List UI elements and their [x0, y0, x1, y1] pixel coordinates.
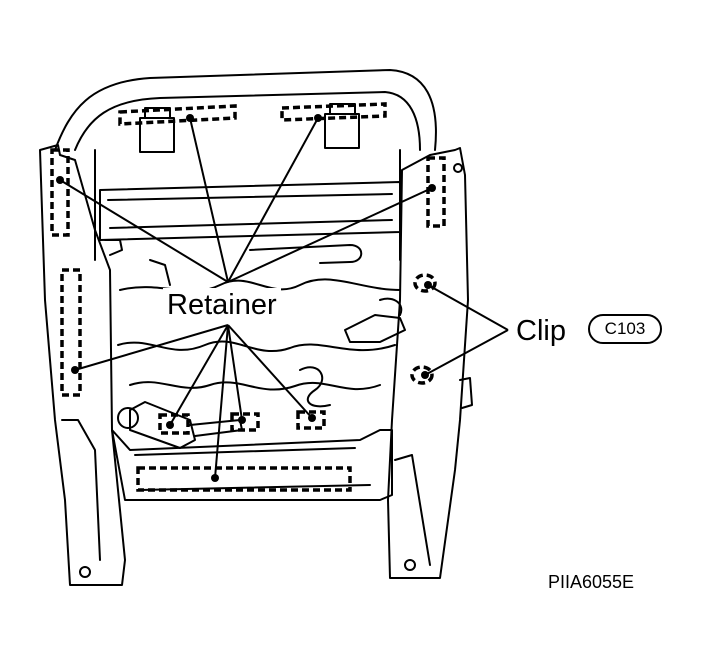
top-cover-inner: [74, 91, 421, 151]
right-side-frame: [387, 147, 469, 579]
retainer-mark-base: [136, 466, 352, 492]
retainer-mark-left-lower: [60, 268, 82, 397]
retainer-mark-top-left: [118, 104, 237, 126]
clip-callout-label: Clip: [516, 315, 566, 347]
left-side-frame: [39, 144, 126, 586]
upper-crossbar: [99, 181, 401, 241]
clip-reference-badge: C103: [588, 314, 662, 344]
retainer-mark-bottom-3: [296, 410, 326, 430]
harness-connector: [344, 314, 406, 343]
headrest-guide-right: [324, 113, 360, 149]
figure-id: PIIA6055E: [548, 572, 635, 592]
retainer-mark-bottom-2: [230, 412, 260, 432]
retainer-mark-top-right: [280, 102, 387, 122]
lower-frame: [111, 429, 393, 501]
retainer-mark-left-upper: [50, 148, 70, 237]
seat-back-top-cover: [54, 69, 437, 151]
retainer-mark-right-upper: [426, 156, 446, 228]
spring-wire-3: [129, 381, 381, 391]
headrest-guide-left: [139, 117, 175, 153]
clip-mark-upper: [413, 273, 437, 293]
retainer-mark-bottom-1: [158, 413, 190, 435]
bracket-right: [459, 377, 473, 409]
motor-assembly: [129, 401, 196, 449]
retainer-callout-label: Retainer: [163, 288, 281, 322]
clip-mark-lower: [410, 365, 434, 385]
spring-wire-2: [117, 340, 396, 353]
